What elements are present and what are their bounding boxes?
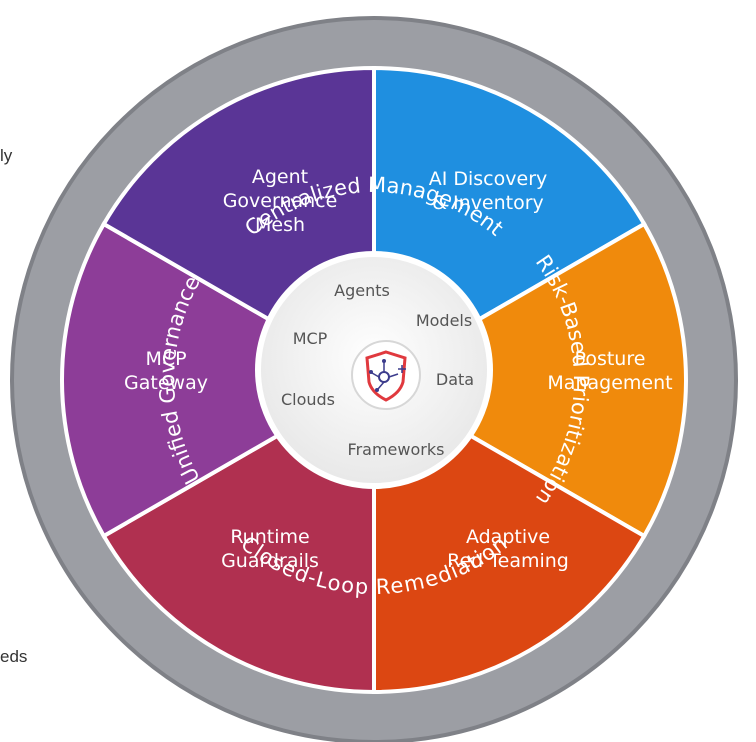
segment-mcp-gateway-label: MCP (145, 348, 186, 370)
segment-runtime-guardrails-label: Runtime (230, 526, 309, 548)
core-label-agents: Agents (334, 281, 390, 300)
segment-agent-governance-mesh-label: Mesh (255, 214, 305, 236)
segment-agent-governance-mesh-label: Agent (252, 166, 308, 188)
segment-adaptive-red-teaming-label: Red Teaming (447, 550, 569, 572)
segment-mcp-gateway (60, 221, 379, 539)
segment-posture-management (369, 221, 688, 539)
segment-posture-management-label: Posture (575, 348, 646, 370)
core-label-clouds: Clouds (281, 390, 335, 409)
segment-ai-discovery-label: & Inventory (432, 192, 544, 214)
segment-adaptive-red-teaming-label: Adaptive (466, 526, 550, 548)
segment-ai-discovery-label: AI Discovery (429, 168, 548, 190)
segment-mcp-gateway-label: Gateway (124, 372, 208, 394)
segment-runtime-guardrails-label: Guardrails (221, 550, 319, 572)
core-label-frameworks: Frameworks (348, 440, 445, 459)
core-label-models: Models (416, 311, 472, 330)
side-text-bottom: eds (0, 647, 28, 666)
core-label-data: Data (436, 370, 474, 389)
segment-posture-management-label: Management (547, 372, 672, 394)
core-label-mcp: MCP (293, 329, 328, 348)
segment-agent-governance-mesh-label: Governance (223, 190, 338, 212)
shield-network-icon (351, 340, 421, 410)
side-text-top: ly (0, 146, 13, 165)
